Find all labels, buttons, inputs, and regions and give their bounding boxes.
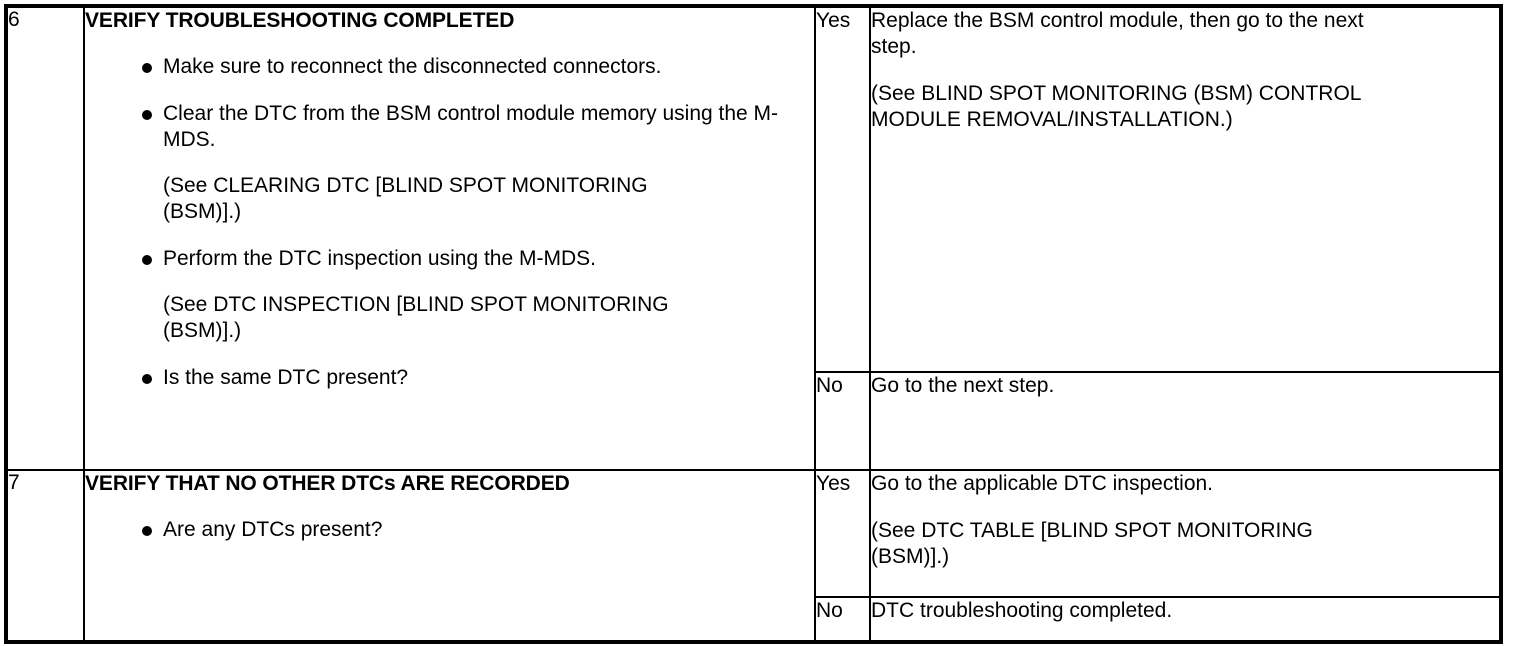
result-cell-no: No [814, 596, 871, 643]
table-row: 6 VERIFY TROUBLESHOOTING COMPLETED Make … [5, 5, 1502, 471]
table-row: 7 VERIFY THAT NO OTHER DTCs ARE RECORDED… [5, 469, 1502, 643]
reference-note-line: (See CLEARING DTC [BLIND SPOT MONITORING [163, 174, 648, 197]
step-number: 6 [8, 8, 20, 31]
action-paragraph: Go to the applicable DTC inspection. [871, 471, 1499, 497]
bullet-icon [142, 526, 152, 536]
reference-note: (See CLEARING DTC [BLIND SPOT MONITORING… [85, 173, 814, 225]
action-line: Go to the applicable DTC inspection. [871, 472, 1214, 495]
action-line: MODULE REMOVAL/INSTALLATION.) [871, 108, 1233, 131]
action-paragraph: Replace the BSM control module, then go … [871, 8, 1499, 60]
table-row: No DTC troubleshooting completed. [6, 596, 1502, 643]
action-line: step. [871, 35, 917, 58]
list-item-label: Is the same DTC present? [163, 366, 409, 389]
list-item-label: Perform the DTC inspection using the M-M… [163, 247, 596, 270]
action-cell-no: DTC troubleshooting completed. [869, 596, 1502, 643]
step-inspection-cell: VERIFY THAT NO OTHER DTCs ARE RECORDED A… [83, 469, 816, 643]
action-line: (See BLIND SPOT MONITORING (BSM) CONTROL [871, 82, 1362, 105]
result-label: No [816, 599, 843, 622]
action-cell-yes: Replace the BSM control module, then go … [869, 5, 1502, 373]
inspection-item-list: Are any DTCs present? [85, 517, 814, 543]
action-line: (BSM)].) [871, 545, 950, 568]
action-line: (See DTC TABLE [BLIND SPOT MONITORING [871, 519, 1313, 542]
list-item: Are any DTCs present? [85, 517, 814, 543]
result-label: Yes [816, 9, 851, 32]
action-paragraph: DTC troubleshooting completed. [871, 598, 1499, 624]
action-line: Go to the next step. [871, 374, 1055, 397]
action-line: Replace the BSM control module, then go … [871, 9, 1364, 32]
step-number: 7 [8, 471, 20, 494]
bullet-icon [142, 374, 152, 384]
list-item-label: Are any DTCs present? [163, 518, 383, 541]
reference-note-line: (BSM)].) [163, 319, 242, 342]
action-paragraph: (See DTC TABLE [BLIND SPOT MONITORING (B… [871, 518, 1499, 570]
list-item: Is the same DTC present? [85, 365, 814, 391]
action-line: DTC troubleshooting completed. [871, 599, 1173, 622]
list-item: Make sure to reconnect the disconnected … [85, 54, 814, 80]
table-row: No Go to the next step. [6, 371, 1502, 471]
list-item: Clear the DTC from the BSM control modul… [85, 101, 814, 153]
step-title: VERIFY THAT NO OTHER DTCs ARE RECORDED [85, 472, 570, 495]
list-item: Perform the DTC inspection using the M-M… [85, 246, 814, 272]
bullet-icon [142, 255, 152, 265]
list-item-label: Make sure to reconnect the disconnected … [163, 55, 662, 78]
reference-note-line: (BSM)].) [163, 200, 242, 223]
list-item-label: Clear the DTC from the BSM control modul… [163, 102, 779, 151]
step-inspection-cell: VERIFY TROUBLESHOOTING COMPLETED Make su… [83, 5, 816, 471]
action-paragraph: (See BLIND SPOT MONITORING (BSM) CONTROL… [871, 81, 1499, 133]
result-label: Yes [816, 472, 851, 495]
bullet-icon [142, 110, 152, 120]
step-number-cell: 6 [5, 5, 85, 471]
result-cell-no: No [814, 371, 871, 471]
step-number-cell: 7 [5, 469, 85, 643]
dtc-troubleshooting-table: 6 VERIFY TROUBLESHOOTING COMPLETED Make … [4, 4, 1503, 644]
result-cell-yes: Yes [814, 5, 871, 373]
action-paragraph: Go to the next step. [871, 373, 1499, 399]
reference-note: (See DTC INSPECTION [BLIND SPOT MONITORI… [85, 292, 814, 344]
result-label: No [816, 374, 843, 397]
action-cell-no: Go to the next step. [869, 371, 1502, 471]
bullet-icon [142, 63, 152, 73]
inspection-item-list: Make sure to reconnect the disconnected … [85, 54, 814, 391]
result-cell-yes: Yes [814, 469, 871, 598]
step-title: VERIFY TROUBLESHOOTING COMPLETED [85, 9, 515, 32]
reference-note-line: (See DTC INSPECTION [BLIND SPOT MONITORI… [163, 293, 669, 316]
action-cell-yes: Go to the applicable DTC inspection. (Se… [869, 469, 1502, 598]
